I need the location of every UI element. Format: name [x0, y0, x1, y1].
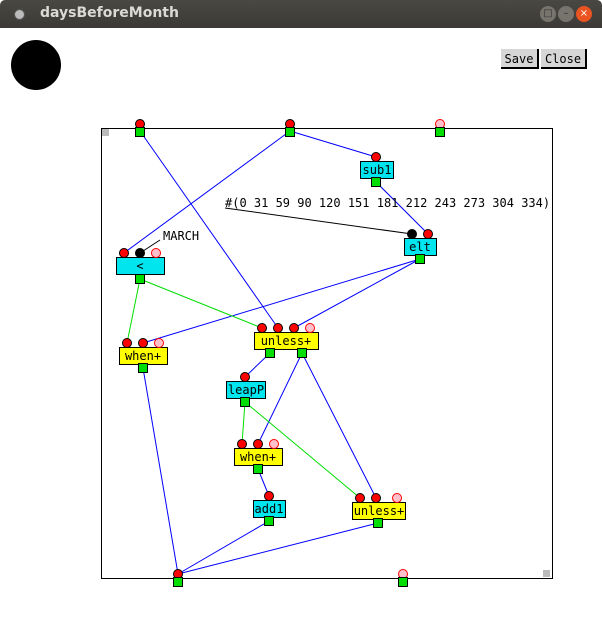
save-button[interactable]: Save — [501, 49, 539, 69]
output-port[interactable] — [415, 254, 425, 264]
wire — [375, 181, 429, 235]
input-port[interactable] — [423, 229, 433, 239]
close-button[interactable]: Close — [541, 49, 587, 69]
node-label: leapP — [228, 383, 264, 397]
input-port[interactable] — [355, 493, 365, 503]
output-port[interactable] — [398, 577, 408, 587]
minimize-icon[interactable]: – — [558, 6, 574, 22]
output-port[interactable] — [265, 348, 275, 358]
wire — [257, 352, 303, 445]
node-label: elt — [409, 240, 431, 254]
wire — [177, 520, 270, 575]
nodes[interactable] — [116, 161, 437, 520]
wire — [289, 130, 377, 158]
node-label: unless+ — [261, 334, 312, 348]
input-port[interactable] — [240, 372, 250, 382]
input-port[interactable] — [253, 439, 263, 449]
node-label: add1 — [255, 502, 284, 516]
wire — [142, 367, 179, 575]
output-port[interactable] — [435, 127, 445, 137]
input-port[interactable] — [371, 152, 381, 162]
input-port[interactable] — [237, 439, 247, 449]
output-port[interactable] — [373, 518, 383, 528]
resize-handle[interactable] — [543, 570, 550, 577]
input-port[interactable] — [119, 248, 129, 258]
wire — [142, 258, 421, 344]
input-port[interactable] — [138, 338, 148, 348]
input-port[interactable] — [371, 493, 381, 503]
title-bar: daysBeforeMonth □ – × — [0, 0, 602, 28]
input-port[interactable] — [289, 323, 299, 333]
close-window-icon[interactable]: × — [576, 6, 592, 22]
resize-handle[interactable] — [102, 129, 109, 136]
vector-literal[interactable]: #(0 31 59 90 120 151 181 212 243 273 304… — [225, 196, 550, 210]
wire — [139, 278, 263, 329]
node-label: unless+ — [354, 504, 405, 518]
constant-label[interactable]: MARCH — [163, 229, 199, 243]
window-title: daysBeforeMonth — [40, 5, 179, 21]
node-label: when+ — [125, 349, 161, 363]
output-port[interactable] — [135, 127, 145, 137]
wire — [123, 130, 291, 254]
status-indicator — [11, 40, 61, 90]
output-port[interactable] — [297, 348, 307, 358]
input-port[interactable] — [154, 338, 164, 348]
diagram-frame — [101, 128, 553, 579]
maximize-icon[interactable]: □ — [540, 6, 556, 22]
wire — [126, 278, 141, 344]
input-port[interactable] — [273, 323, 283, 333]
node-label: < — [136, 259, 143, 273]
wire — [139, 130, 279, 329]
input-port[interactable] — [257, 323, 267, 333]
input-port[interactable] — [264, 491, 274, 501]
wire — [224, 207, 413, 235]
input-port[interactable] — [151, 248, 161, 258]
node-label: when+ — [240, 450, 276, 464]
app-icon — [14, 9, 25, 20]
output-port[interactable] — [253, 464, 263, 474]
wire — [241, 401, 246, 445]
output-port[interactable] — [285, 127, 295, 137]
node-unless-top — [254, 332, 319, 350]
input-port[interactable] — [392, 493, 402, 503]
input-port[interactable] — [122, 338, 132, 348]
output-port[interactable] — [371, 177, 381, 187]
wire — [293, 258, 421, 329]
input-port[interactable] — [407, 229, 417, 239]
wire — [177, 522, 379, 575]
output-port[interactable] — [173, 577, 183, 587]
output-port[interactable] — [240, 397, 250, 407]
output-port[interactable] — [264, 516, 274, 526]
node-label: sub1 — [363, 163, 392, 177]
wire — [244, 401, 361, 499]
output-port[interactable] — [138, 363, 148, 373]
wire — [301, 352, 377, 499]
output-port[interactable] — [135, 274, 145, 284]
input-port[interactable] — [269, 439, 279, 449]
ports[interactable] — [119, 119, 445, 587]
input-port[interactable] — [305, 323, 315, 333]
input-port[interactable] — [135, 248, 145, 258]
